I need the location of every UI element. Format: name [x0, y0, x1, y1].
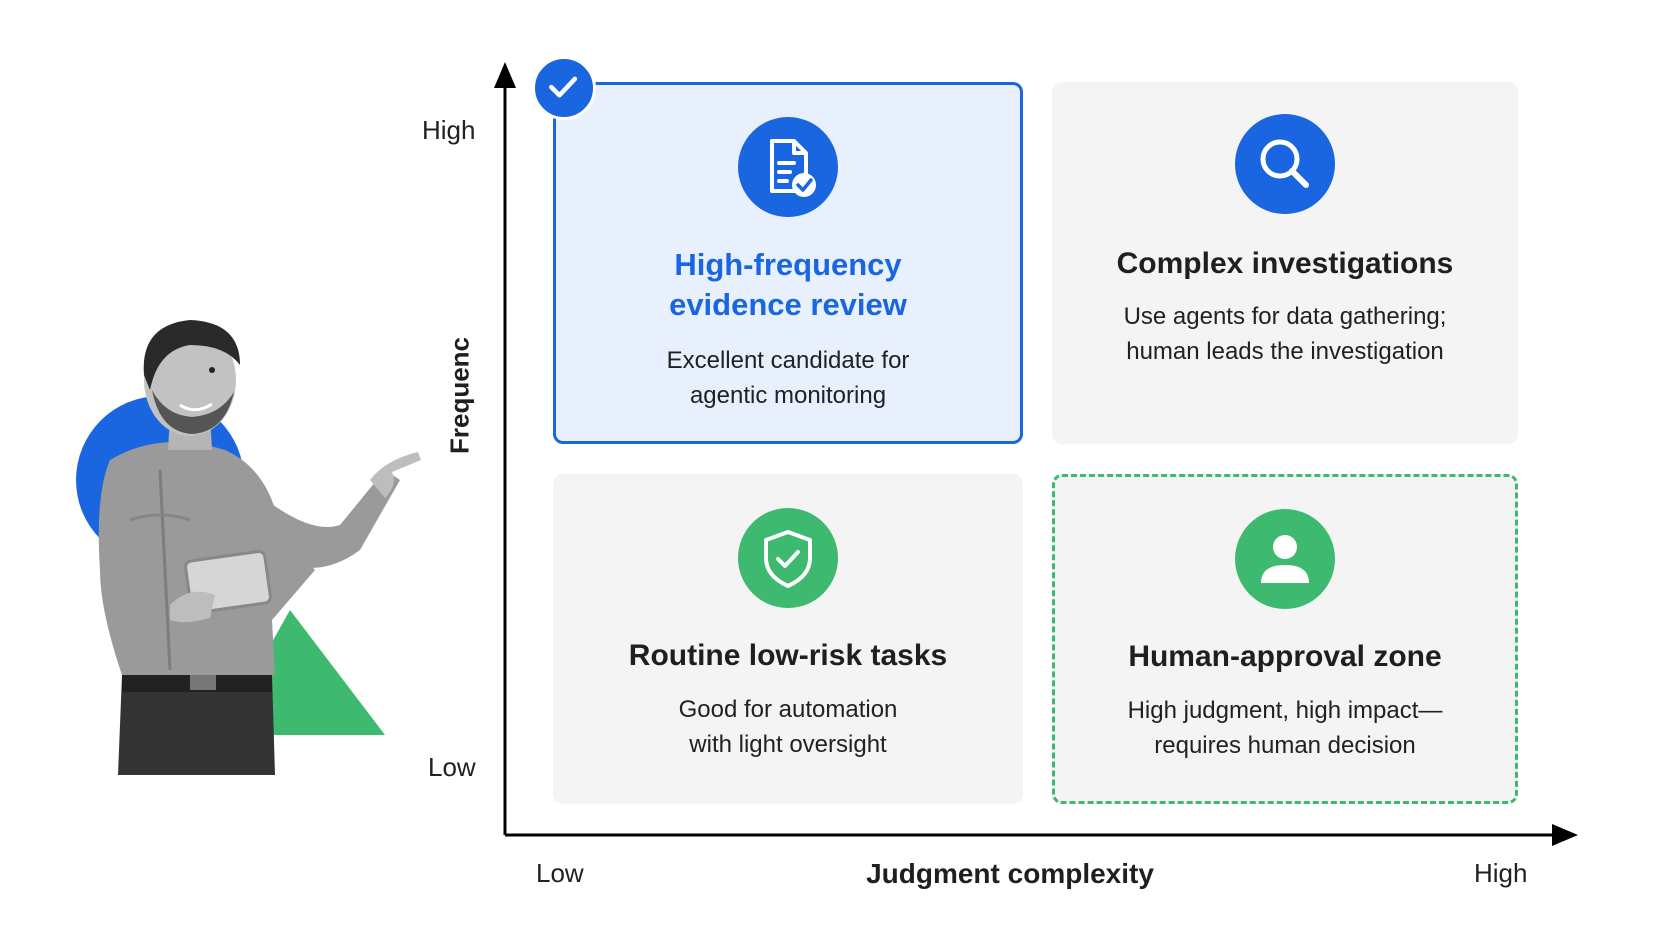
quadrant-human-approval-zone[interactable]: Human-approval zone High judgment, high …	[1052, 474, 1518, 804]
shield-check-icon	[738, 508, 838, 608]
x-axis-arrowhead	[1552, 824, 1578, 846]
quadrant-description-line-1: High judgment, high impact—	[1127, 697, 1443, 724]
quadrant-routine-low-risk-tasks[interactable]: Routine low-risk tasks Good for automati…	[553, 474, 1023, 804]
x-axis-title: Judgment complexity	[866, 858, 1154, 889]
quadrant-description-line-2: human leads the investigation	[1126, 338, 1444, 365]
quadrant-title-line-1: High-frequency	[674, 247, 902, 282]
quadrant-description: Use agents for data gathering; human lea…	[1062, 299, 1508, 369]
person-pointing-illustration	[76, 320, 421, 775]
quadrant-description: Excellent candidate for agentic monitori…	[566, 343, 1010, 413]
y-axis-arrowhead	[494, 62, 516, 88]
person-figure	[98, 320, 421, 775]
quadrant-title: Complex investigations	[1116, 247, 1454, 280]
document-check-icon	[738, 117, 838, 217]
quadrant-description: Good for automation with light oversight	[563, 692, 1013, 762]
quadrant-description-line-2: with light oversight	[689, 731, 887, 758]
quadrant-description-line-1: Excellent candidate for	[666, 347, 910, 374]
quadrant-description-line-1: Good for automation	[678, 696, 898, 723]
quadrant-title: High-frequency evidence review	[566, 245, 1010, 325]
y-axis-high-label: High	[422, 115, 476, 145]
selected-check-icon	[532, 56, 596, 120]
quadrant-title: Human-approval zone	[1128, 640, 1442, 673]
quadrant-description: High judgment, high impact— requires hum…	[1065, 693, 1505, 763]
quadrant-complex-investigations[interactable]: Complex investigations Use agents for da…	[1052, 82, 1518, 444]
y-axis-title: Frequenc	[444, 336, 475, 455]
quadrant-description-line-2: agentic monitoring	[689, 382, 887, 409]
x-axis-high-label: High	[1474, 858, 1528, 888]
magnifier-icon	[1235, 114, 1335, 214]
x-axis-low-label: Low	[536, 858, 584, 888]
quadrant-title-line-2: evidence review	[669, 287, 907, 322]
quadrant-description-line-1: Use agents for data gathering;	[1123, 303, 1447, 330]
y-axis-low-label: Low	[428, 752, 476, 782]
person-icon	[1235, 509, 1335, 609]
quadrant-title: Routine low-risk tasks	[628, 639, 948, 672]
quadrant-high-frequency-evidence-review[interactable]: High-frequency evidence review Excellent…	[553, 82, 1023, 444]
quadrant-description-line-2: requires human decision	[1154, 732, 1416, 759]
